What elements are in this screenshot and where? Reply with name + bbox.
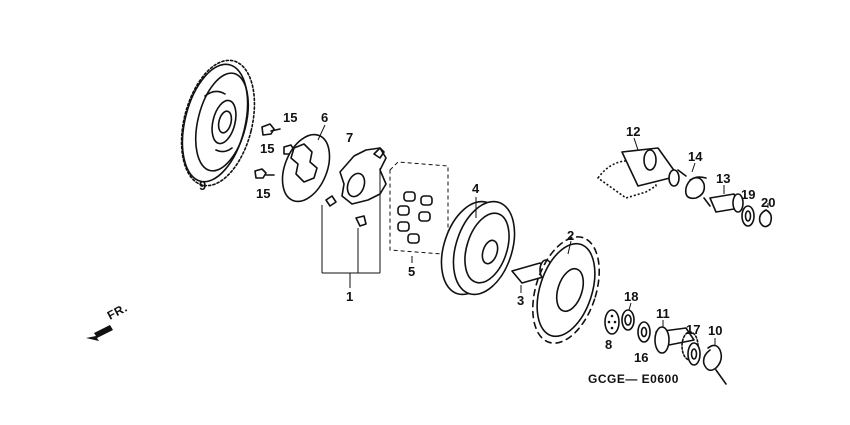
- callout-7: 7: [346, 130, 353, 145]
- callout-5: 5: [408, 264, 415, 279]
- callout-15-top: 15: [283, 110, 297, 125]
- callout-14: 14: [688, 149, 703, 164]
- part-9-gear: [180, 59, 256, 187]
- part-8-ratchet: [604, 309, 620, 335]
- part-2-fan: [531, 236, 601, 344]
- part-15-bolts: [254, 123, 301, 179]
- callout-13: 13: [716, 171, 730, 186]
- callout-2: 2: [567, 228, 574, 243]
- callout-4: 4: [472, 181, 480, 196]
- part-4-pulley: [440, 197, 516, 296]
- part-14-spring: [677, 162, 711, 207]
- part-7-ramp-plate: [325, 147, 387, 227]
- callout-8: 8: [605, 337, 612, 352]
- part-17-washer: [687, 342, 701, 366]
- part-11-pinion: [654, 320, 699, 361]
- callout-15-middle: 15: [260, 141, 274, 156]
- callout-6: 6: [321, 110, 328, 125]
- part-20-clip: [758, 203, 773, 228]
- part-13-bushing: [709, 185, 744, 213]
- part-19-washer: [741, 205, 755, 227]
- callout-17: 17: [686, 322, 700, 337]
- part-18-washer: [621, 302, 635, 331]
- callout-15-bottom: 15: [256, 186, 270, 201]
- callout-19: 19: [741, 187, 755, 202]
- callout-11: 11: [656, 306, 670, 321]
- callout-20: 20: [761, 195, 775, 210]
- part-10-clip: [702, 338, 727, 385]
- callout-9: 9: [199, 178, 206, 193]
- callout-18: 18: [624, 289, 638, 304]
- callout-16: 16: [634, 350, 648, 365]
- front-arrow-label: FR.: [105, 301, 130, 323]
- front-direction-arrow: FR.: [86, 301, 130, 341]
- part-16-washer: [637, 321, 651, 343]
- callout-3: 3: [517, 293, 524, 308]
- part-1-leader: [321, 168, 381, 288]
- part-6-plate: [281, 124, 331, 203]
- callout-12: 12: [626, 124, 640, 139]
- callout-1: 1: [346, 289, 353, 304]
- callout-10: 10: [708, 323, 722, 338]
- diagram-code: GCGE— E0600: [588, 372, 679, 386]
- part-5-weight-rollers: [389, 161, 449, 263]
- callout-labels: 1 2 3 4 5 6 7 8 9 10 11 12 13 14 15 15 1…: [199, 110, 775, 365]
- part-12-spindle: [597, 137, 680, 199]
